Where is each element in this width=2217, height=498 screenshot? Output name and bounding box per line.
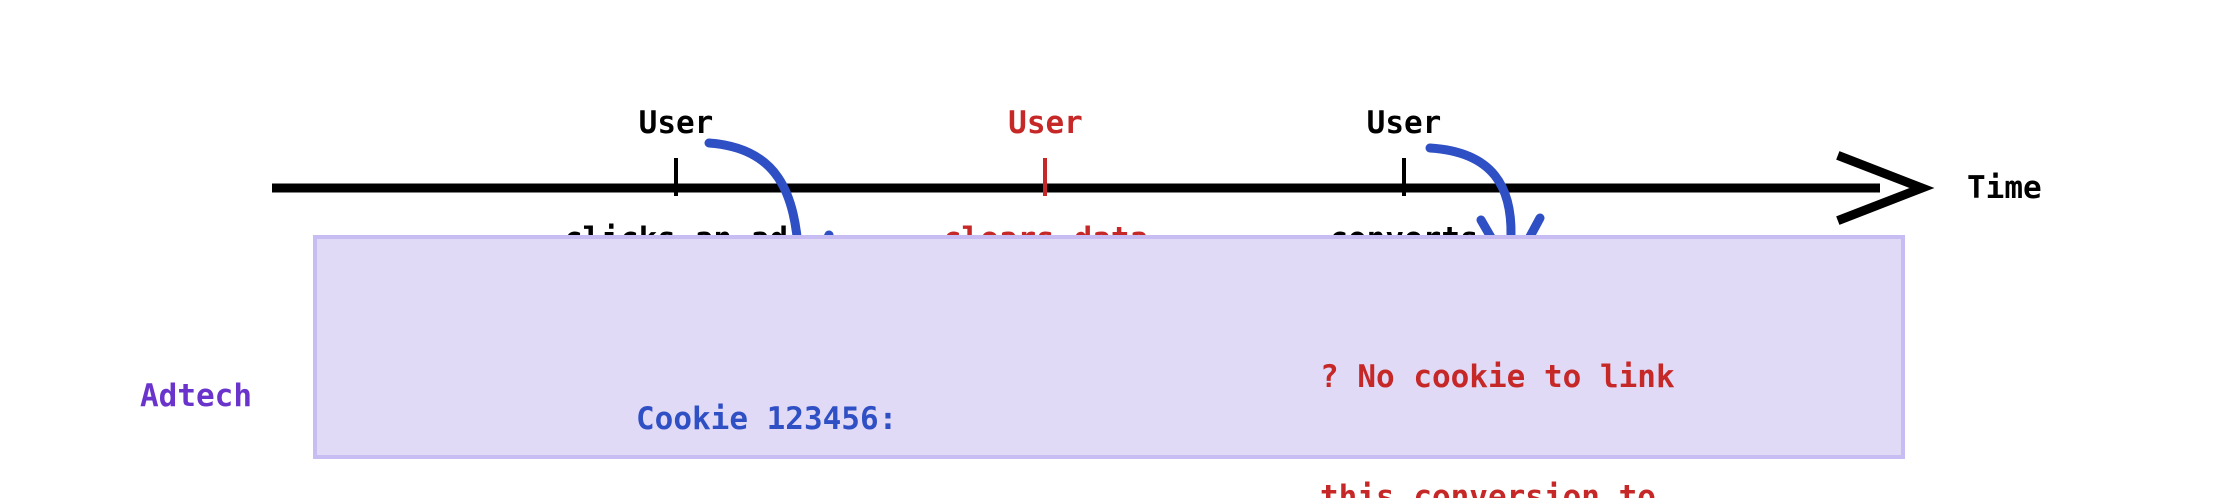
adtech-server-label-line1: Adtech [140,377,252,414]
adtech-server-label: Adtech server [140,295,252,498]
time-axis-arrowhead [1836,151,1935,225]
entry-no-conversion-reported: ? No cookie to link this conversion to ⇒… [1320,276,1675,498]
entry-line-1: ? No cookie to link [1320,358,1675,395]
event-label-line1: User [1366,104,1442,141]
event-label-line1: User [1008,104,1083,141]
entry-line-2: this conversion to [1320,479,1656,498]
adtech-server-band [313,235,1905,459]
entry-cookie-ad-clicked: Cookie 123456: Ad clicked [636,318,897,498]
entry-line-1: Cookie 123456: [636,400,898,437]
time-axis-caption: Time [1967,170,2042,206]
event-label-line1: User [638,104,714,141]
